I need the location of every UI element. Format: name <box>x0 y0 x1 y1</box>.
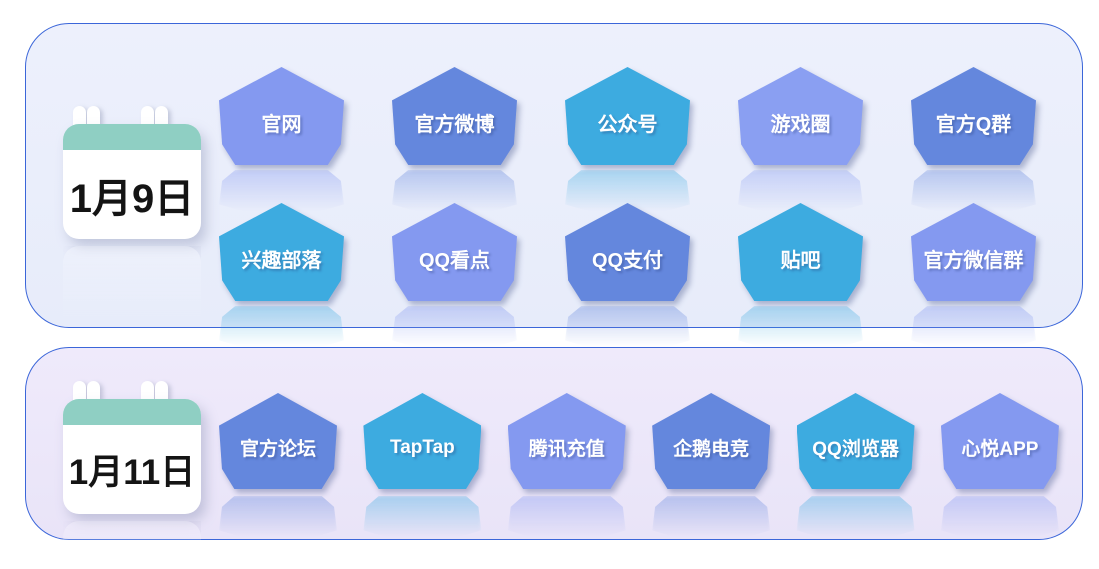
badge-reflection <box>219 496 337 548</box>
platform-badge: QQ浏览器 <box>796 393 915 548</box>
calendar-icon-jan9: 1月9日 <box>63 106 201 239</box>
platform-badge: 官网 <box>219 67 344 222</box>
badge-row: 官方论坛 TapTap 腾讯充值 <box>219 393 1059 548</box>
badge-reflection <box>363 496 482 548</box>
platform-badge: 兴趣部落 <box>219 203 344 358</box>
pentagon-shape: QQ看点 <box>392 203 517 301</box>
calendar-date: 1月9日 <box>69 176 195 221</box>
calendar-body: 1月9日 <box>63 124 201 239</box>
badge-reflection <box>940 496 1059 548</box>
platform-badge: 官方论坛 <box>219 393 337 548</box>
pentagon-shape: 心悦APP <box>940 393 1059 489</box>
panel-jan9: 1月9日 官网 官方微博 <box>25 23 1083 379</box>
badge-row: 兴趣部落 QQ看点 QQ支付 <box>219 203 1036 358</box>
pentagon-shape: 官网 <box>219 67 344 165</box>
badge-grid-jan11: 官方论坛 TapTap 腾讯充值 <box>219 393 1059 548</box>
calendar-body-reflection <box>63 246 201 361</box>
pentagon-shape: 游戏圈 <box>738 67 863 165</box>
platform-badge: QQ支付 <box>565 203 690 358</box>
badge-label: 官方微博 <box>414 114 495 136</box>
pentagon-shape: 公众号 <box>565 67 690 165</box>
platform-badge: 游戏圈 <box>738 67 863 222</box>
badge-row: 官网 官方微博 公众号 <box>219 67 1036 222</box>
badge-label: 腾讯充值 <box>528 439 605 460</box>
platform-badge: 公众号 <box>565 67 690 222</box>
platform-badge: 官方Q群 <box>911 67 1036 222</box>
pentagon-shape: 官方微信群 <box>911 203 1036 301</box>
platform-badge: 贴吧 <box>738 203 863 358</box>
calendar-icon-jan11: 1月11日 <box>63 381 201 514</box>
badge-label: 贴吧 <box>780 250 821 272</box>
platform-badge: 企鹅电竞 <box>652 393 771 548</box>
pentagon-shape: TapTap <box>363 393 482 489</box>
badge-label: QQ看点 <box>418 250 491 272</box>
badge-label: QQ浏览器 <box>812 439 899 460</box>
badge-reflection <box>796 496 915 548</box>
badge-reflection <box>507 496 626 548</box>
calendar-header-band <box>63 124 201 150</box>
badge-label: 公众号 <box>597 114 658 136</box>
badge-label: 心悦APP <box>961 439 1039 460</box>
pentagon-shape: 官方论坛 <box>219 393 337 489</box>
platform-badge: 官方微博 <box>392 67 517 222</box>
badge-label: 官网 <box>261 114 302 136</box>
calendar-body-reflection <box>63 521 201 569</box>
badge-grid-jan9: 官网 官方微博 公众号 <box>219 67 1036 358</box>
calendar-date: 1月11日 <box>68 453 196 492</box>
badge-label: 官方微信群 <box>923 250 1024 272</box>
badge-reflection <box>652 496 771 548</box>
badge-label: 官方Q群 <box>935 114 1012 136</box>
platform-badge: TapTap <box>363 393 482 548</box>
pentagon-shape: QQ浏览器 <box>796 393 915 489</box>
platform-badge: QQ看点 <box>392 203 517 358</box>
pentagon-shape: 企鹅电竞 <box>652 393 771 489</box>
platform-badge: 官方微信群 <box>911 203 1036 358</box>
badge-label: 官方论坛 <box>239 439 316 460</box>
badge-label: 游戏圈 <box>770 114 831 136</box>
calendar-reflection <box>63 521 201 569</box>
calendar-header-band <box>63 399 201 425</box>
pentagon-shape: 兴趣部落 <box>219 203 344 301</box>
pentagon-shape: 官方Q群 <box>911 67 1036 165</box>
badge-label: QQ支付 <box>591 250 664 272</box>
badge-label: 兴趣部落 <box>241 250 322 272</box>
pentagon-shape: 贴吧 <box>738 203 863 301</box>
platform-badge: 腾讯充值 <box>507 393 626 548</box>
panel-jan11: 1月11日 官方论坛 TapTap <box>25 347 1083 569</box>
pentagon-shape: 腾讯充值 <box>507 393 626 489</box>
calendar-body: 1月11日 <box>63 399 201 514</box>
pentagon-shape: 官方微博 <box>392 67 517 165</box>
pentagon-shape: QQ支付 <box>565 203 690 301</box>
platform-badge: 心悦APP <box>940 393 1059 548</box>
badge-label: 企鹅电竞 <box>673 439 750 460</box>
badge-label: TapTap <box>390 436 455 458</box>
